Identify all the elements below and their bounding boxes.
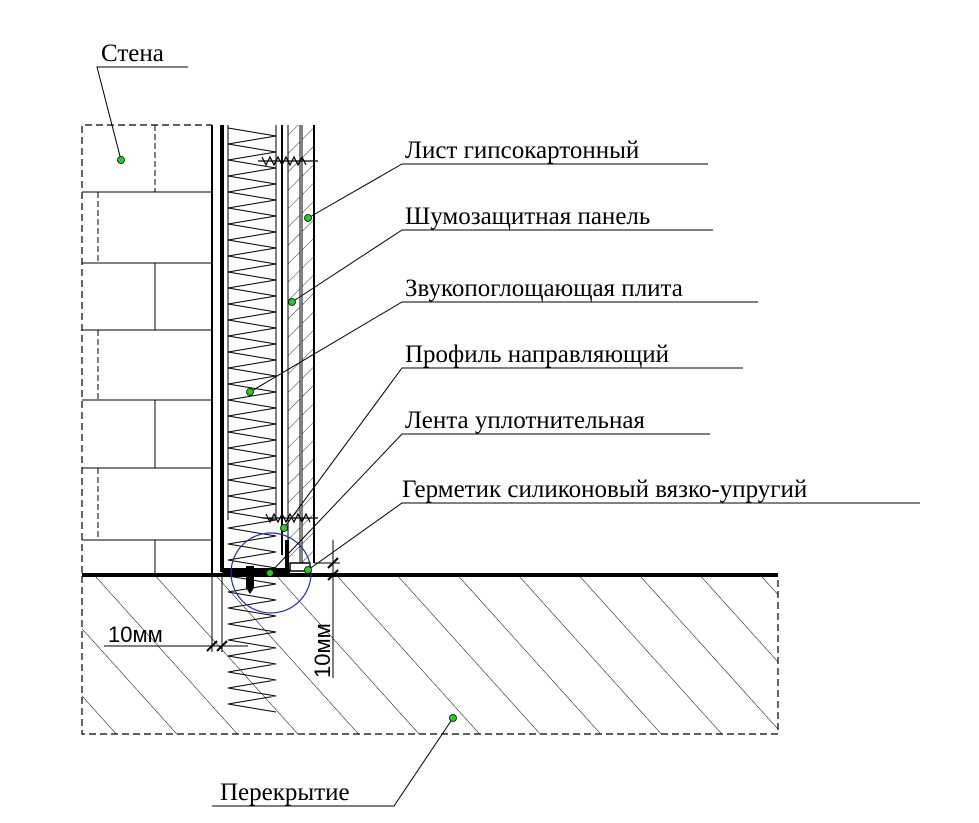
anchor-icon <box>242 566 258 594</box>
dimension-vertical-label: 10мм <box>310 623 335 678</box>
leader-markers <box>117 156 457 722</box>
dimension-horizontal-label: 10мм <box>108 622 163 647</box>
label-wall: Стена <box>101 40 164 67</box>
dimension-vertical: 10мм <box>310 540 340 678</box>
leader-lines <box>96 66 920 807</box>
label-guide-profile: Профиль направляющий <box>405 341 669 368</box>
dimension-horizontal: 10мм <box>104 575 248 652</box>
label-sealant: Герметик силиконовый вязко-упругий <box>402 476 807 503</box>
label-sealing-tape: Лента уплотнительная <box>405 407 645 434</box>
floor-slab <box>81 573 779 735</box>
sealing-tape <box>222 569 290 573</box>
absorbing-slab <box>220 125 283 713</box>
label-absorbing-slab: Звукопоглощающая плита <box>405 275 683 302</box>
label-gypsum-board: Лист гипсокартонный <box>405 137 639 164</box>
brick-wall <box>81 124 213 573</box>
screw-top-icon <box>258 155 318 167</box>
detail-circle <box>230 532 312 614</box>
label-slab: Перекрытие <box>220 779 350 806</box>
gypsum-board <box>301 125 315 563</box>
screw-bottom-icon <box>262 512 318 524</box>
noise-protection-panel <box>287 125 301 563</box>
label-noise-panel: Шумозащитная панель <box>405 203 650 230</box>
